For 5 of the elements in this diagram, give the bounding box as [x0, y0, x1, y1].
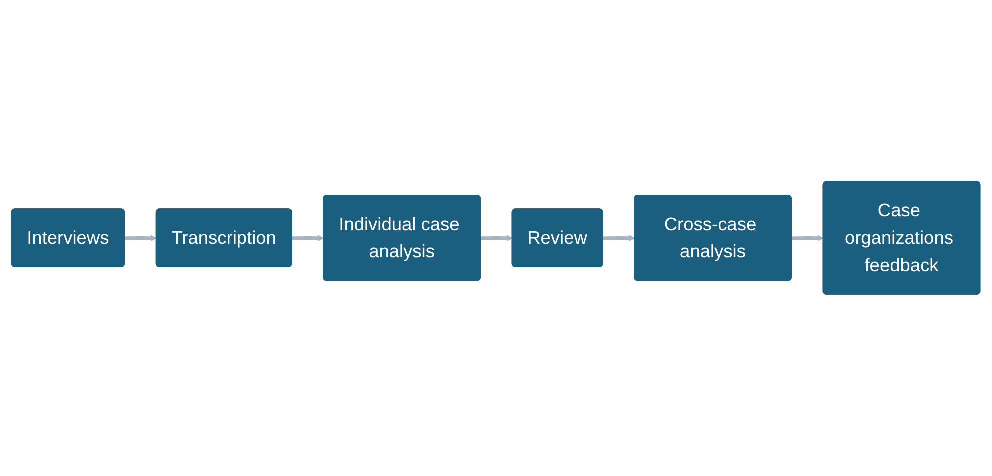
arrow — [792, 235, 824, 242]
arrow — [603, 235, 636, 242]
arrow — [124, 235, 157, 242]
arrow — [480, 235, 513, 242]
arrow — [292, 235, 324, 242]
